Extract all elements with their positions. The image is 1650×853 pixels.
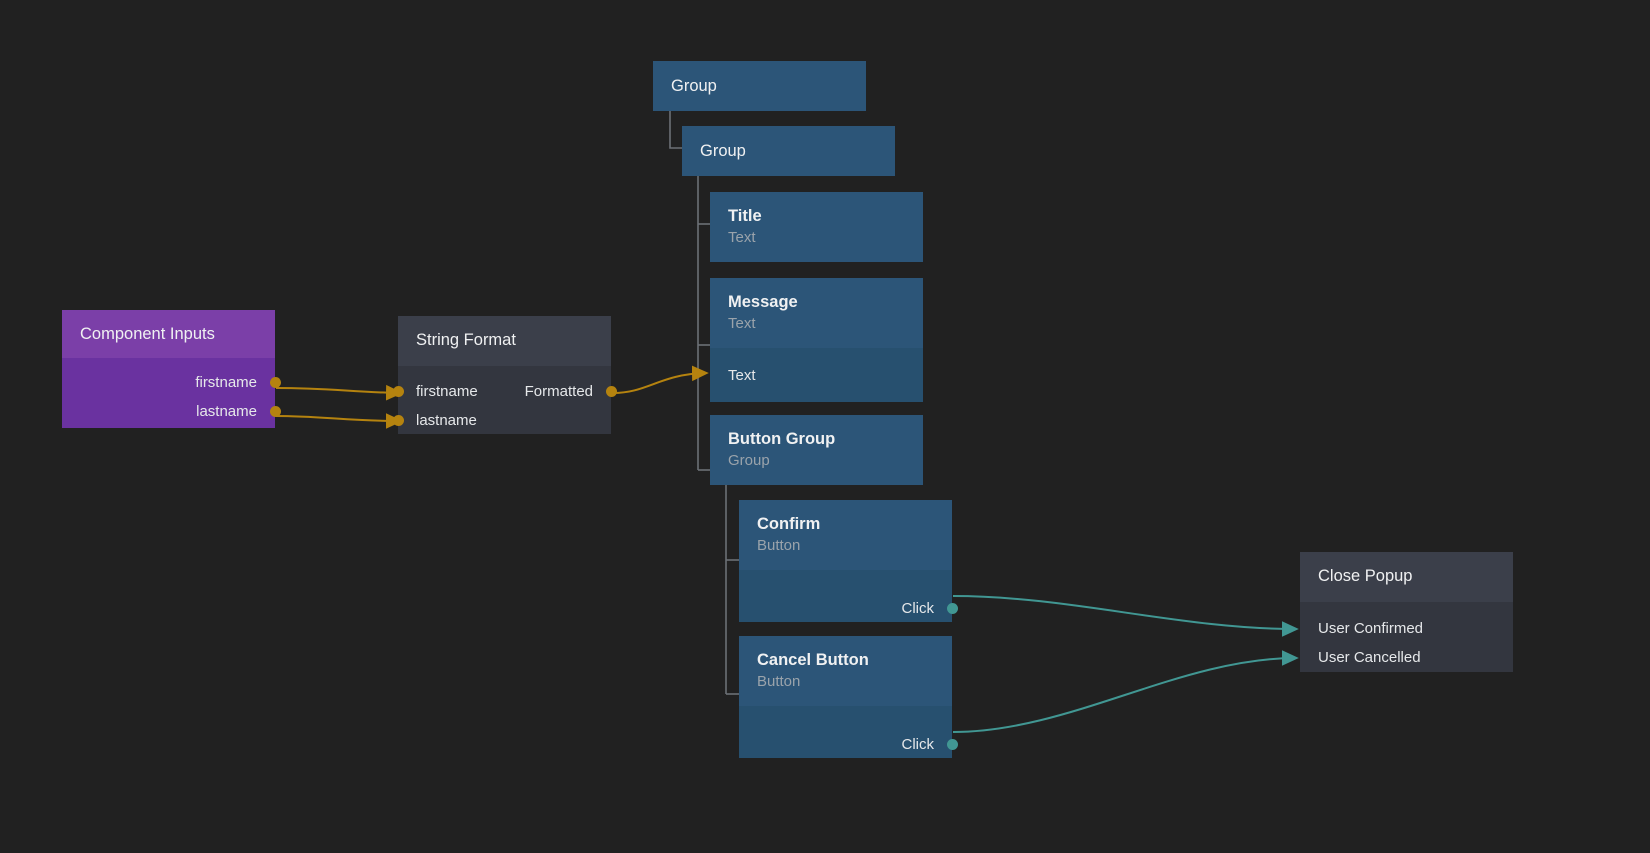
port-label: lastname (196, 403, 257, 420)
port-dot-firstname[interactable] (269, 377, 281, 388)
node-title: Cancel Button (757, 651, 869, 669)
node-title: Message (728, 293, 798, 311)
node-header[interactable]: Close Popup (1300, 552, 1513, 602)
port-label-in: firstname (416, 383, 478, 400)
node-header[interactable]: Component Inputs (62, 310, 275, 358)
port-row-user-confirmed[interactable]: User Confirmed (1300, 614, 1513, 643)
node-header[interactable]: String Format (398, 316, 611, 366)
port-label-in: lastname (416, 412, 477, 429)
node-header[interactable]: Button Group Group (710, 415, 923, 485)
node-header[interactable]: Group (682, 126, 895, 176)
node-group-outer[interactable]: Group (653, 61, 866, 111)
port-label: firstname (195, 374, 257, 391)
node-subtitle: Button (757, 537, 801, 554)
port-dot-firstname-in[interactable] (392, 386, 404, 397)
node-message-widget[interactable]: Message Text Text (710, 278, 923, 402)
node-title: Component Inputs (80, 325, 215, 343)
port-dot-lastname[interactable] (269, 406, 281, 417)
node-button-group[interactable]: Button Group Group (710, 415, 923, 485)
node-subtitle: Text (728, 315, 756, 332)
port-label: Click (901, 736, 935, 753)
node-cancel-button[interactable]: Cancel Button Button Click (739, 636, 958, 759)
node-confirm-button[interactable]: Confirm Button Click (739, 500, 958, 623)
node-string-format[interactable]: String Format firstname Formatted lastna… (392, 316, 617, 435)
port-dot-lastname-in[interactable] (392, 415, 404, 426)
node-close-popup[interactable]: Close Popup User Confirmed User Cancelle… (1300, 552, 1513, 672)
node-title: Button Group (728, 430, 836, 448)
node-body: Text (710, 348, 923, 402)
node-title-widget[interactable]: Title Text (710, 192, 923, 262)
port-row-click[interactable]: Click (739, 730, 958, 759)
port-label: Click (901, 600, 935, 617)
port-row-text[interactable]: Text (710, 361, 923, 390)
port-lastname-out[interactable]: lastname (62, 397, 281, 426)
port-dot-click-out[interactable] (946, 739, 958, 750)
port-label-out: Formatted (524, 383, 593, 400)
port-dot-formatted-out[interactable] (605, 386, 617, 397)
wire-firstname (275, 384, 403, 401)
port-row-click[interactable]: Click (739, 594, 958, 623)
port-label: User Cancelled (1318, 649, 1421, 666)
node-title: String Format (416, 331, 516, 349)
node-subtitle: Text (728, 229, 756, 246)
port-firstname-out[interactable]: firstname (62, 368, 281, 397)
node-header[interactable]: Confirm Button (739, 500, 952, 570)
node-title: Group (671, 77, 717, 95)
port-row-lastname[interactable]: lastname (392, 406, 611, 435)
port-label: User Confirmed (1318, 620, 1424, 637)
port-dot-click-out[interactable] (946, 603, 958, 614)
node-subtitle: Group (728, 452, 770, 469)
wire-lastname (275, 413, 403, 429)
wire-formatted (612, 365, 709, 394)
node-title: Group (700, 142, 746, 160)
node-body: Click (739, 570, 958, 623)
node-title: Close Popup (1318, 567, 1413, 585)
port-row-user-cancelled[interactable]: User Cancelled (1300, 643, 1513, 672)
node-group-inner[interactable]: Group (682, 126, 895, 176)
port-dot-text-in[interactable] (705, 370, 716, 381)
node-header[interactable]: Group (653, 61, 866, 111)
wire-confirm-click (952, 595, 1299, 637)
node-body: User Confirmed User Cancelled (1300, 602, 1513, 672)
node-body: firstname Formatted lastname (392, 366, 617, 435)
wire-cancel-click (952, 650, 1299, 733)
node-subtitle: Button (757, 673, 801, 690)
node-header[interactable]: Message Text (710, 278, 923, 348)
port-label: Text (728, 367, 756, 384)
node-body: firstname lastname (62, 358, 281, 428)
node-header[interactable]: Cancel Button Button (739, 636, 952, 706)
node-title: Title (728, 207, 762, 225)
node-header[interactable]: Title Text (710, 192, 923, 262)
node-body: Click (739, 706, 958, 759)
node-title: Confirm (757, 515, 821, 533)
port-row-firstname[interactable]: firstname Formatted (392, 377, 617, 406)
node-component-inputs[interactable]: Component Inputs firstname lastname (62, 310, 281, 428)
